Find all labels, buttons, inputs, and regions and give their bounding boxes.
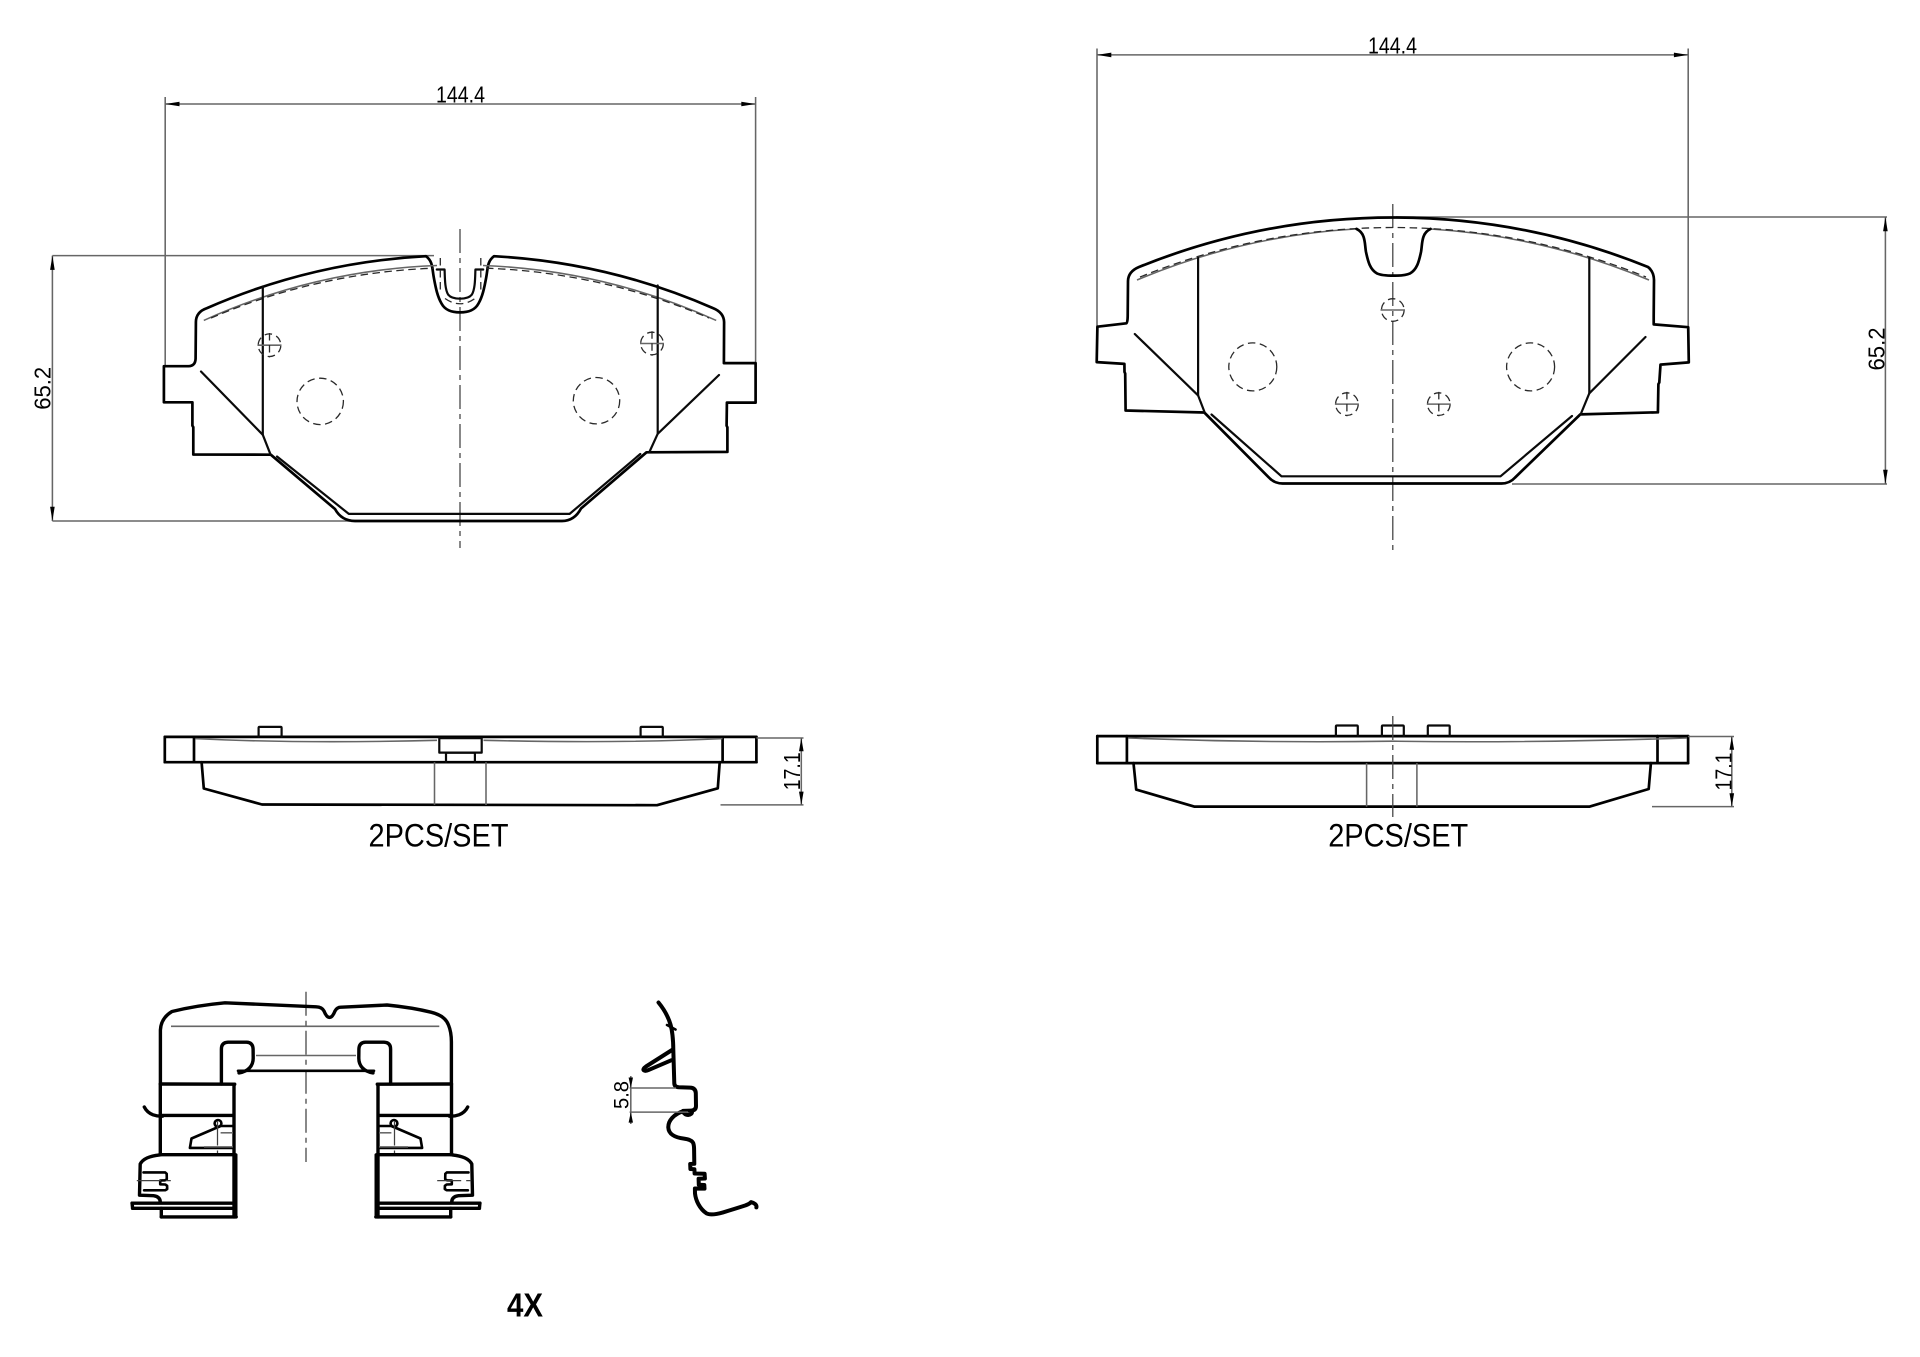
svg-text:2PCS/SET: 2PCS/SET xyxy=(369,818,509,854)
svg-text:4X: 4X xyxy=(507,1287,543,1324)
svg-text:5.8: 5.8 xyxy=(611,1081,634,1109)
svg-text:65.2: 65.2 xyxy=(1864,328,1890,371)
svg-text:17.1: 17.1 xyxy=(1710,753,1736,791)
svg-text:2PCS/SET: 2PCS/SET xyxy=(1328,817,1468,853)
svg-text:144.4: 144.4 xyxy=(436,82,485,108)
svg-text:17.1: 17.1 xyxy=(779,752,805,790)
svg-text:65.2: 65.2 xyxy=(30,367,56,410)
svg-text:144.4: 144.4 xyxy=(1368,32,1417,58)
